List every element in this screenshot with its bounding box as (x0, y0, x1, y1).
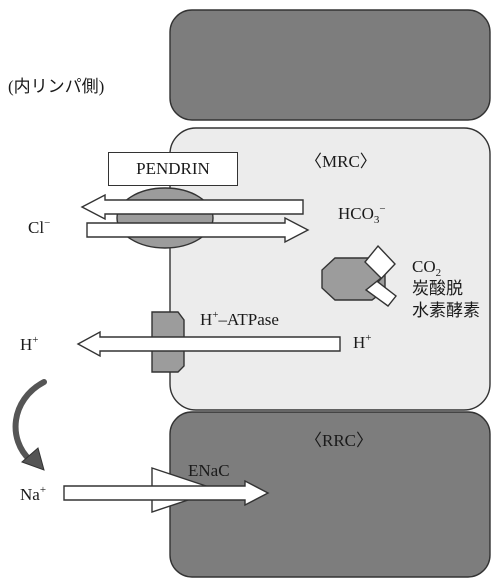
proton-inside-label: H+ (353, 332, 372, 352)
proton-out-label: H+ (20, 334, 39, 354)
exchange-curve-arrowhead (21, 447, 45, 471)
enac-label: ENaC (188, 461, 230, 480)
proton-out-arrow (76, 330, 341, 358)
sodium-label: Na+ (20, 484, 47, 504)
co2-label: CO2 (412, 257, 442, 279)
exchange-curve-arrow (12, 379, 47, 463)
carbonic-anhydrase-label-line2: 水素酵素 (412, 301, 480, 320)
sodium-in-arrow (63, 479, 270, 507)
bicarbonate-conversion-arrow (364, 244, 397, 307)
carbonic-anhydrase-label-line1: 炭酸脱 (412, 279, 463, 298)
endolymph-side-label: (内リンパ側) (8, 77, 105, 96)
pendrin-transporter (116, 187, 214, 249)
rrc-label: 〈RRC〉 (305, 431, 374, 450)
h-atpase-label: H+–ATPase (200, 309, 279, 329)
chloride-label: Cl− (28, 217, 51, 237)
chloride-out-arrow (80, 193, 304, 221)
upper-dark-cell (169, 9, 491, 121)
mrc-label: 〈MRC〉 (305, 152, 377, 171)
bicarbonate-label: HCO3− (338, 203, 386, 226)
pendrin-label: PENDRIN (108, 152, 238, 186)
chloride-in-arrow (86, 216, 310, 244)
